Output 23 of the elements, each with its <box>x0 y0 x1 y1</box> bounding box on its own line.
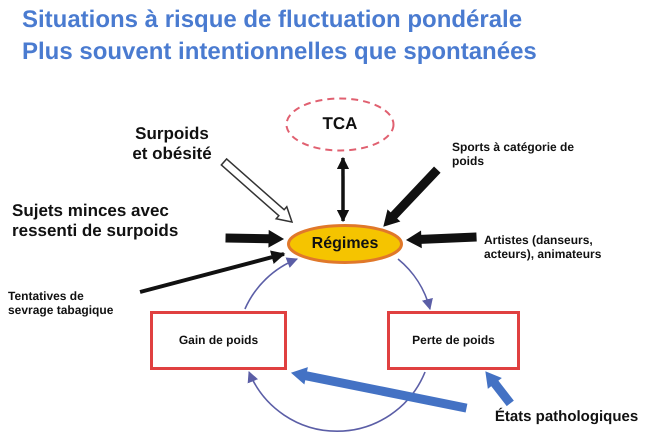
title: Situations à risque de fluctuation pondérale <box>22 6 522 34</box>
oval-node: Régimes <box>287 224 403 264</box>
dashed-oval-node: TCA <box>285 97 395 152</box>
process-box: Perte de poids <box>387 311 520 370</box>
node-text: Sujets minces avec ressenti de surpoids <box>12 196 238 246</box>
arrow <box>220 158 294 223</box>
arrow <box>225 230 284 248</box>
arrow <box>140 250 286 294</box>
arrow <box>383 166 441 227</box>
node-text: Artistes (danseurs, acteurs), animateurs <box>484 218 634 276</box>
node-text: Tentatives de sevrage tabagique <box>8 283 143 323</box>
arrow <box>397 258 432 310</box>
arrow <box>248 371 426 432</box>
arrow <box>290 367 468 413</box>
node-text: États pathologiques <box>488 404 645 430</box>
process-box: Gain de poids <box>150 311 287 370</box>
arrow <box>406 230 477 248</box>
arrow <box>485 371 514 406</box>
node-text: Sports à catégorie de poids <box>452 134 612 174</box>
subtitle: Plus souvent intentionnelles que spontanées <box>22 38 537 66</box>
arrow <box>336 156 350 222</box>
arrow <box>244 258 298 310</box>
node-text: Surpoids et obésité <box>112 118 232 170</box>
